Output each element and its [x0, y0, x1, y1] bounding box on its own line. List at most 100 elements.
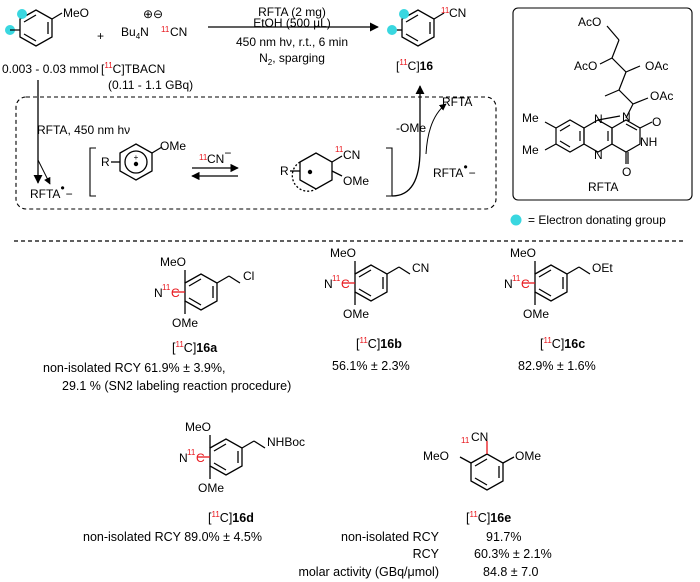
16e-11: 11 [461, 436, 470, 445]
16e-k2: molar activity (GBq/μmol) [298, 565, 439, 579]
16e-ome: OMe [515, 449, 541, 463]
cat-n-1: N [594, 112, 603, 126]
16b-name: [11C]16b [356, 336, 402, 351]
bracket-right [386, 147, 393, 197]
tbacn-cn: CN [170, 25, 187, 39]
cat-oac-3: AcO [574, 59, 597, 73]
16d-name: [11C]16d [208, 510, 254, 525]
rc-ome: OMe [160, 139, 186, 153]
cat-oac-2: OAc [645, 59, 668, 73]
charge-symbols: ⊕⊖ [143, 7, 163, 21]
edg-dot-icon [17, 9, 27, 19]
eq-isotope: 11 [199, 153, 208, 162]
compound-16c-structure [522, 261, 591, 305]
cat-n-3: N [622, 110, 631, 124]
legend-dot-icon [510, 214, 522, 226]
edg-dot-icon [399, 9, 409, 19]
cat-me-1: Me [522, 111, 539, 125]
16b-sub: CN [412, 261, 429, 275]
catalyst-name: RFTA [588, 180, 618, 194]
16c-ome: OMe [523, 307, 549, 321]
compound-16e-structure [459, 441, 515, 491]
tbacn-label: [11C]TBACN [101, 61, 165, 76]
legend-text: = Electron donating group [528, 213, 666, 227]
cond-etoh: EtOH (500 µL) [253, 16, 331, 30]
16c-rcy: 82.9% ± 1.6% [518, 359, 596, 373]
16c-11: 11 [512, 274, 521, 283]
edg-dot-icon [387, 25, 397, 35]
16d-sub: NHBoc [267, 435, 305, 449]
product-isotope-label: 11 [441, 6, 450, 15]
16a-rcy: non-isolated RCY 61.9% ± 3.9%, [43, 361, 225, 375]
16e-v2: 84.8 ± 7.0 [483, 565, 539, 579]
16e-v0: 91.7% [486, 530, 521, 544]
eq-cyanide: CN− [207, 146, 231, 166]
plus-sign: + [97, 29, 104, 43]
cat-oac-1: AcO [578, 15, 601, 29]
step1-label: RFTA, 450 nm hν [37, 123, 130, 137]
product-arene [392, 9, 445, 47]
mechanism-box [15, 96, 497, 210]
16a-sub: Cl [243, 269, 254, 283]
cat-me-2: Me [522, 143, 539, 157]
16b-11: 11 [332, 274, 341, 283]
compound-16d-structure [197, 435, 266, 479]
compound-16a-structure [172, 270, 241, 314]
16d-c: C [196, 451, 205, 465]
16d-meo: MeO [185, 420, 211, 434]
16b-rcy: 56.1% ± 2.3% [332, 359, 410, 373]
16d-n: N [179, 451, 188, 465]
reactant-ome-label: MeO [63, 6, 89, 20]
adduct-cn: CN [343, 148, 360, 162]
cond-n2: N2, sparging [259, 51, 325, 67]
cat-o-1: O [652, 115, 661, 129]
16c-meo: MeO [510, 246, 536, 260]
cond-light: 450 nm hν, r.t., 6 min [236, 35, 348, 49]
rfta-radical-left: RFTA•− [30, 181, 73, 201]
compound-16b-structure [342, 261, 411, 305]
16d-11: 11 [187, 448, 196, 457]
16c-name: [11C]16c [540, 336, 585, 351]
16a-n: N [154, 286, 163, 300]
product-cn-label: CN [449, 6, 466, 20]
adduct-radical [290, 152, 343, 192]
adduct-isotope: 11 [335, 145, 344, 154]
radical-plus: + [134, 153, 139, 162]
16c-c: C [521, 277, 530, 291]
16d-rcy: non-isolated RCY 89.0% ± 4.5% [83, 530, 262, 544]
bracket-left [89, 147, 96, 197]
ome-leaving: -OMe [396, 121, 426, 135]
16e-k0: non-isolated RCY [341, 530, 440, 544]
16a-11: 11 [162, 283, 171, 292]
16e-meo: MeO [423, 449, 449, 463]
16a-meo: MeO [160, 255, 186, 269]
tbacn-cation: Bu4N [121, 25, 149, 41]
cat-n-2: N [594, 148, 603, 162]
16a-sn2: 29.1 % (SN2 labeling reaction procedure) [62, 379, 291, 393]
16c-n: N [504, 277, 513, 291]
16b-meo: MeO [330, 246, 356, 260]
cond-rfta: RFTA (2 mg) [258, 5, 326, 19]
16e-v1: 60.3% ± 2.1% [474, 547, 552, 561]
activity-text: (0.11 - 1.1 GBq) [108, 78, 193, 92]
16e-name: [11C]16e [466, 510, 511, 525]
16a-c: C [171, 286, 180, 300]
16b-n: N [324, 277, 333, 291]
rc-r: R [101, 155, 110, 169]
cat-o-2: O [622, 165, 631, 179]
reactant-arene [19, 9, 63, 47]
16e-k1: RCY [413, 547, 440, 561]
adduct-r: R [280, 164, 289, 178]
radical-cation-arene [111, 143, 163, 181]
cat-nh: NH [640, 135, 657, 149]
16d-ome: OMe [198, 481, 224, 495]
16c-sub: OEt [592, 261, 613, 275]
catalyst-box [512, 7, 693, 201]
product-name: [11C]16 [396, 58, 433, 73]
16e-cn: CN [471, 430, 488, 444]
rfta-radical-right: RFTA•− [433, 160, 476, 180]
rfta-structure [544, 25, 653, 164]
16a-ome: OMe [172, 316, 198, 330]
